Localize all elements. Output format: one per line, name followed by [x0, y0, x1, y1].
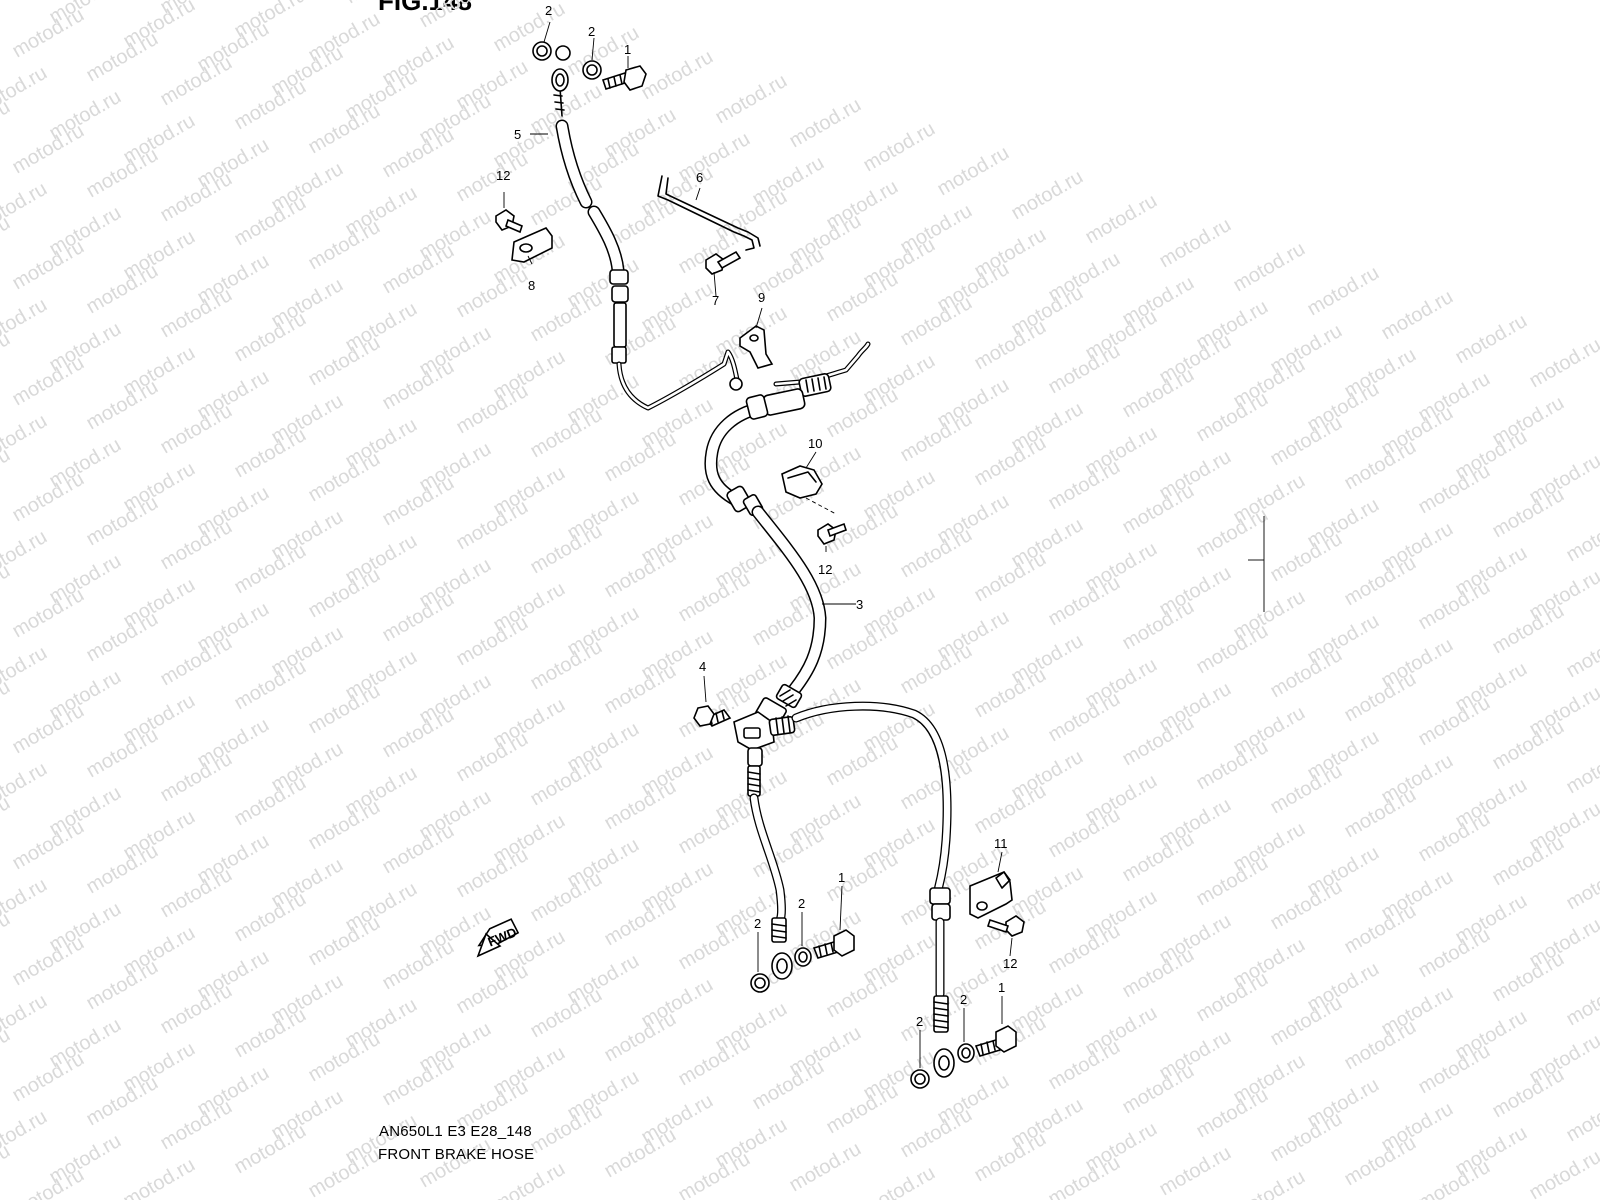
callout-12-top: 12	[496, 168, 510, 183]
clamp-part-11	[969, 870, 1025, 937]
watermark-text: motod.ru	[0, 328, 14, 387]
fwd-direction-arrow	[476, 918, 520, 958]
watermark-text: motod.ru	[1563, 1088, 1600, 1147]
diagram-title: FRONT BRAKE HOSE	[378, 1146, 535, 1163]
callout-leaders	[503, 21, 1013, 1068]
watermark-text: motod.ru	[1156, 214, 1235, 273]
callout-9: 9	[758, 290, 765, 305]
front-brake-hose-assembly: 2 2 1 5 6 12 8 7 9 10 12 3 4 11 12 1 2 2…	[476, 3, 1265, 1089]
watermark-text: motod.ru	[1378, 286, 1457, 345]
callout-12-bottom: 12	[1003, 956, 1017, 971]
callout-5: 5	[514, 127, 521, 142]
middle-hose-part-3	[704, 373, 832, 727]
callout-1-left: 1	[838, 870, 845, 885]
junction-joint	[693, 705, 775, 751]
watermark-text: motod.ru	[0, 96, 14, 155]
watermark-text: motod.ru	[0, 908, 14, 967]
watermark-text: motod.ru	[0, 792, 14, 851]
callout-12-mid: 12	[818, 562, 832, 577]
bolt-part-7	[705, 250, 742, 275]
watermark-text: motod.ru	[1230, 238, 1309, 297]
watermark-text: motod.ru	[1526, 1146, 1600, 1200]
callout-7: 7	[712, 293, 719, 308]
callout-2-left-b: 2	[798, 896, 805, 911]
watermark-text: motod.ru	[0, 1140, 14, 1199]
callout-10: 10	[808, 436, 822, 451]
watermark-text: motod.ru	[934, 142, 1013, 201]
lower-right-hose	[768, 701, 1017, 1089]
callout-2-right-b: 2	[960, 992, 967, 1007]
callout-1-right: 1	[998, 980, 1005, 995]
diagram-code: AN650L1 E3 E28_148	[379, 1123, 532, 1140]
callout-8: 8	[528, 278, 535, 293]
watermark-text: motod.ru	[638, 46, 717, 105]
watermark-text: motod.ru	[1304, 262, 1383, 321]
watermark-text: motod.ru	[342, 0, 421, 8]
clamp-part-8	[495, 209, 553, 263]
watermark-text: motod.ru	[0, 212, 14, 271]
watermark-text: motod.ru	[0, 560, 14, 619]
callout-2-left-a: 2	[754, 916, 761, 931]
callout-3: 3	[856, 597, 863, 612]
watermark-text: motod.ru	[490, 1158, 569, 1200]
callout-6: 6	[696, 170, 703, 185]
watermark-text: motod.ru	[416, 1134, 495, 1193]
watermark-text: motod.ru	[1230, 1166, 1309, 1200]
watermark-text: motod.ru	[1563, 856, 1600, 915]
watermark-text: motod.ru	[860, 118, 939, 177]
watermark-text: motod.ru	[1563, 624, 1600, 683]
callout-2-top-a: 2	[545, 3, 552, 18]
watermark-text: motod.ru	[786, 1138, 865, 1197]
page-edge-marker	[1248, 516, 1265, 612]
watermark-text: motod.ru	[1082, 190, 1161, 249]
clamp-part-10	[781, 465, 848, 545]
watermark-text: motod.ru	[1156, 1142, 1235, 1200]
watermark-text: motod.ru	[712, 70, 791, 129]
watermark-text: motod.ru	[786, 94, 865, 153]
callout-1-top: 1	[624, 42, 631, 57]
lower-left-hose	[747, 747, 855, 993]
watermark-text: motod.ru	[490, 0, 569, 56]
watermark-text: motod.ru	[0, 676, 14, 735]
watermark-text: motod.ru	[1452, 310, 1531, 369]
watermark-text: motod.ru	[416, 0, 495, 32]
callout-2-right-a: 2	[916, 1014, 923, 1029]
watermark-text: motod.ru	[1008, 166, 1087, 225]
callout-2-top-b: 2	[588, 24, 595, 39]
watermark-text: motod.ru	[0, 0, 14, 38]
watermark-text: motod.ru	[1563, 740, 1600, 799]
watermark-text: motod.ru	[1526, 334, 1600, 393]
watermark-text: motod.ru	[0, 1024, 14, 1083]
bracket-part-6	[657, 175, 761, 251]
figure-label: FIG.148	[378, 0, 472, 16]
watermark-text: motod.ru	[860, 1162, 939, 1200]
watermark-text: motod.ru	[1563, 508, 1600, 567]
callout-4: 4	[699, 659, 706, 674]
upper-hose-part-5	[532, 41, 647, 364]
clip-part-9	[739, 325, 774, 369]
watermark-text: motod.ru	[1563, 972, 1600, 1031]
watermark-text: motod.ru	[0, 444, 14, 503]
watermark-text: motod.ru	[120, 1154, 199, 1200]
callout-11: 11	[994, 836, 1008, 851]
